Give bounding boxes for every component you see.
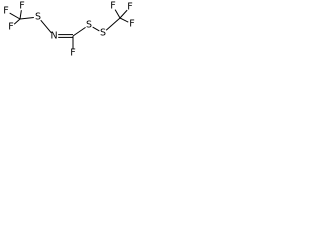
bond-s1-n1 (40, 19, 52, 34)
bond-c3-f7 (119, 17, 129, 23)
atom-label-n1: N (50, 31, 57, 42)
atom-label-f3: F (19, 1, 24, 12)
atom-label-f7: F (129, 19, 134, 30)
bond-c3-f6 (119, 9, 128, 19)
atom-label-s3: S (100, 28, 106, 39)
bonds (9, 9, 129, 49)
atom-label-f2: F (8, 22, 13, 33)
bond-c2-s2 (72, 26, 86, 37)
bond-f1-c1 (9, 12, 21, 20)
atom-label-s1: S (35, 12, 41, 23)
atom-label-s2: S (86, 20, 92, 31)
atom-label-f6: F (127, 2, 132, 13)
bond-f2-c1 (13, 18, 21, 25)
atom-label-f1: F (3, 6, 8, 17)
bond-c1-s1 (19, 16, 34, 20)
atom-label-f5: F (110, 1, 115, 12)
atom-label-f4: F (70, 48, 75, 59)
bond-s3-c3 (105, 17, 121, 31)
bond-s2-s3 (92, 26, 100, 32)
bond-c3-f5 (114, 9, 121, 19)
bond-f3-c1 (19, 10, 22, 20)
